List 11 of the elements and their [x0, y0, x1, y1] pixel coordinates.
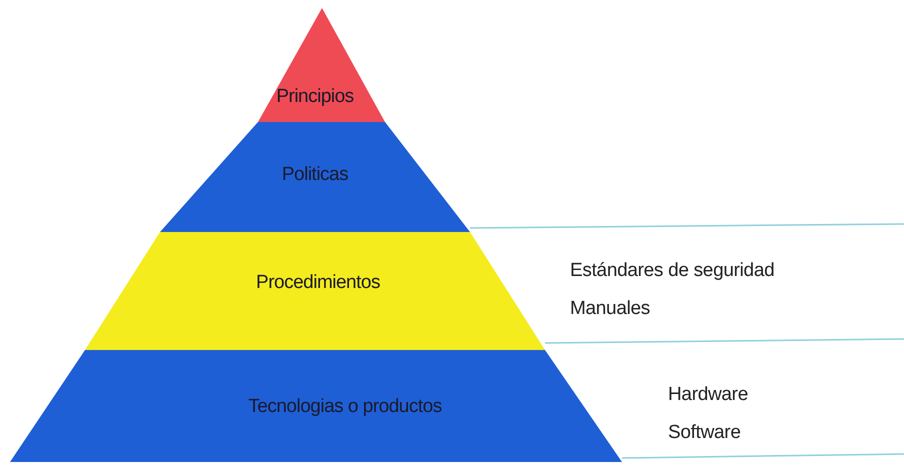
tier-label: Politicas	[282, 164, 348, 186]
tier-label: Principios	[276, 86, 354, 108]
side-note: Hardware	[668, 384, 748, 406]
side-note: Software	[668, 422, 741, 444]
pyramid-tier	[160, 122, 470, 232]
tier-label: Tecnologias o productos	[248, 396, 442, 418]
pyramid-tier	[10, 350, 622, 462]
side-note: Manuales	[570, 298, 650, 320]
pyramid-tier	[85, 232, 545, 350]
tier-label: Procedimientos	[256, 272, 380, 294]
side-note: Estándares de seguridad	[570, 260, 774, 282]
